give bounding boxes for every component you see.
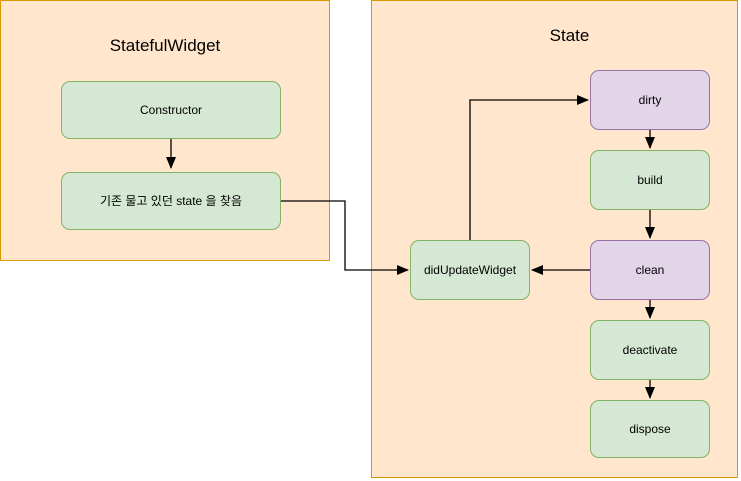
node-dispose-label: dispose <box>629 422 671 436</box>
container-title-state: State <box>549 26 590 45</box>
container-title-statefulwidget: StatefulWidget <box>109 36 221 55</box>
node-did-update-widget: didUpdateWidget <box>410 240 530 300</box>
node-clean-label: clean <box>635 263 665 277</box>
node-clean: clean <box>590 240 710 300</box>
node-dirty-label: dirty <box>638 93 662 107</box>
node-constructor-label: Constructor <box>139 103 203 117</box>
node-build-label: build <box>637 173 663 187</box>
node-dispose: dispose <box>590 400 710 458</box>
node-constructor: Constructor <box>61 81 281 139</box>
node-dirty: dirty <box>590 70 710 130</box>
node-build: build <box>590 150 710 210</box>
node-deactivate-label: deactivate <box>622 343 678 357</box>
node-did-update-widget-label: didUpdateWidget <box>423 263 517 277</box>
node-find-state: 기존 물고 있던 state 을 찾음 <box>61 172 281 230</box>
node-find-state-label: 기존 물고 있던 state 을 찾음 <box>99 194 243 208</box>
node-deactivate: deactivate <box>590 320 710 380</box>
